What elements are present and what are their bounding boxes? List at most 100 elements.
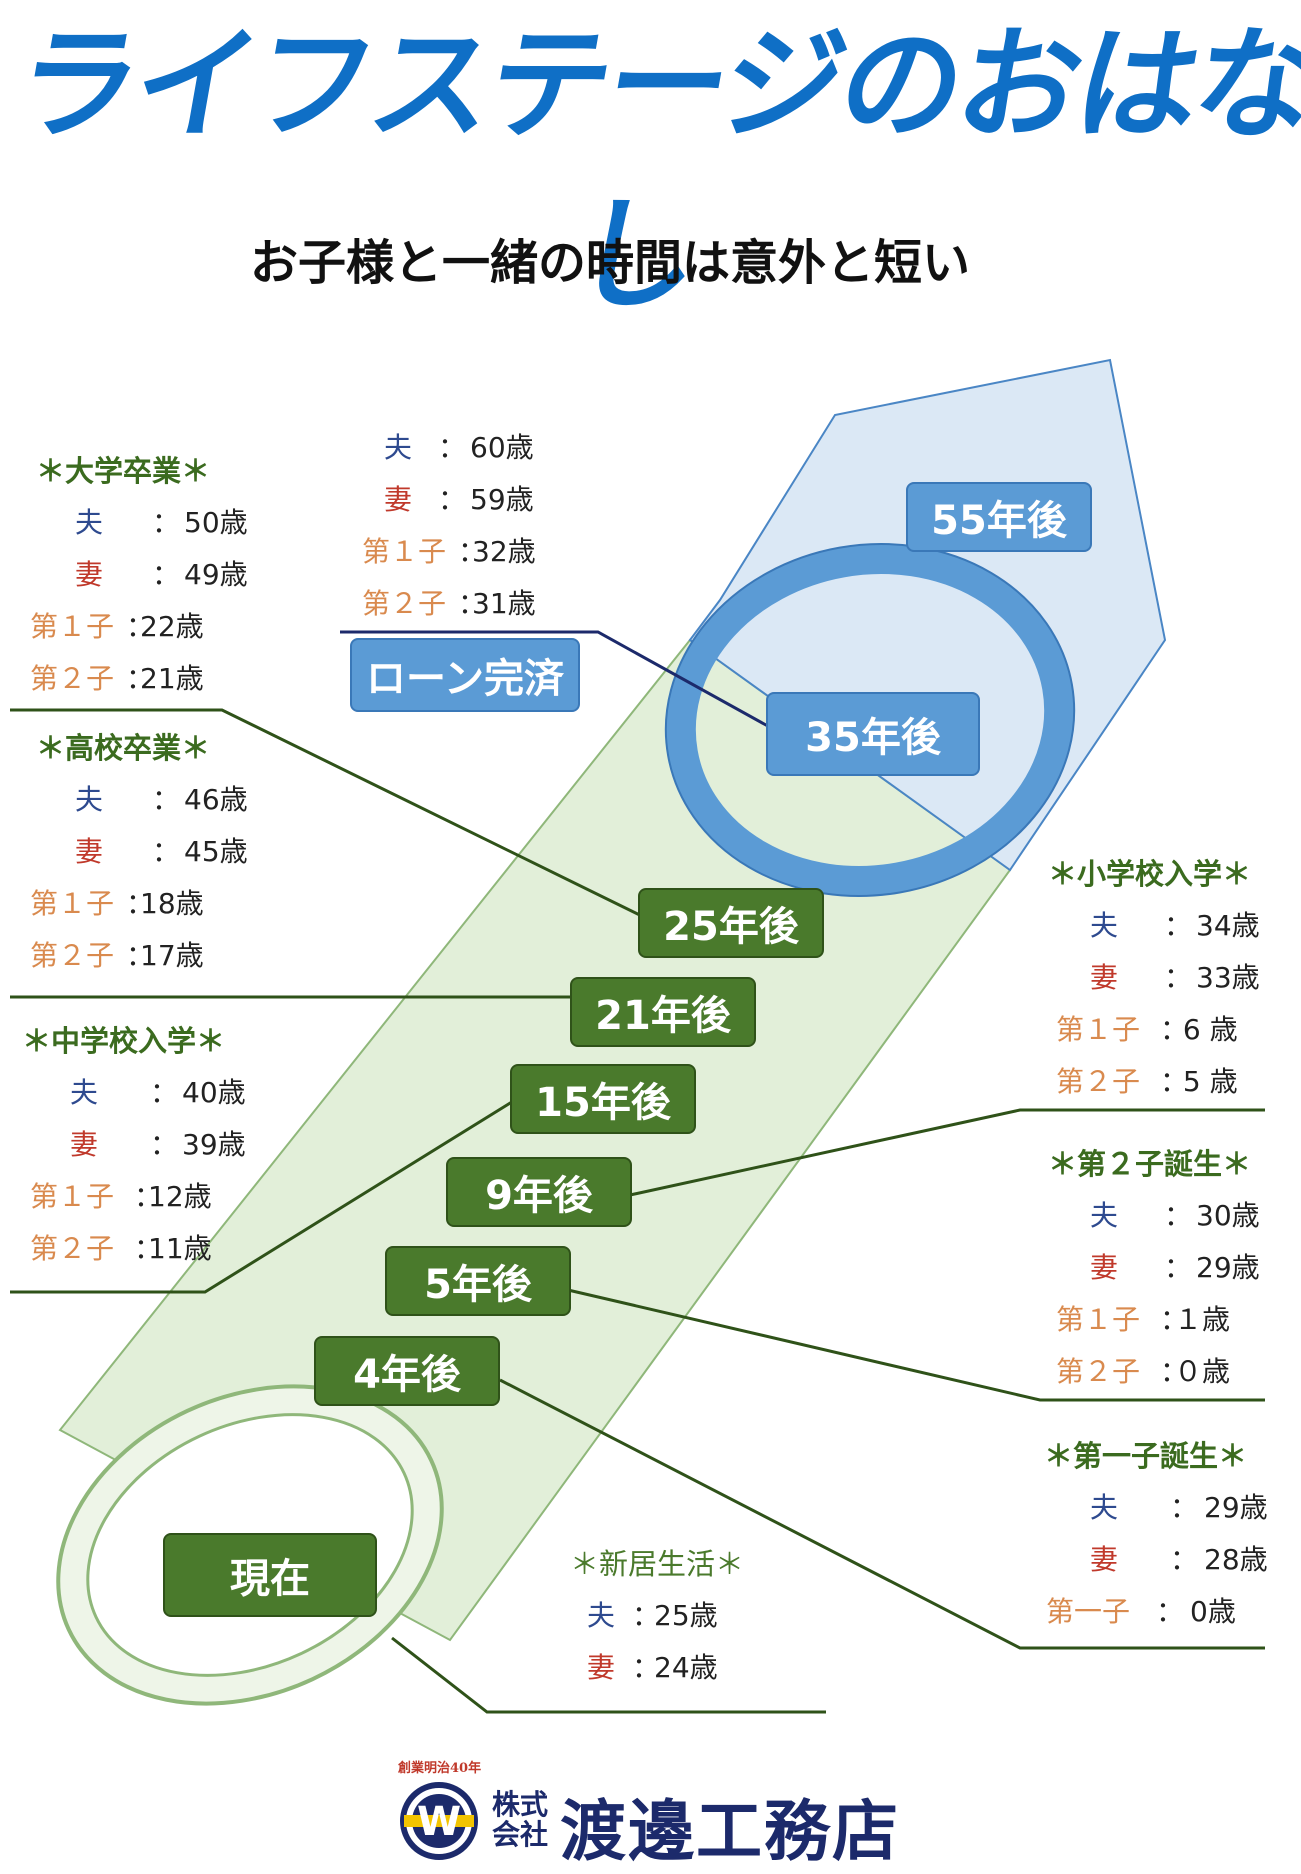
member-row: 妻：28歳 <box>1044 1534 1268 1586</box>
stage-heading: ＊大学卒業＊ <box>36 454 211 488</box>
member-age: 0歳 <box>1190 1595 1236 1628</box>
label-4-years: 4年後 <box>314 1336 500 1406</box>
member-age: 11歳 <box>148 1232 212 1265</box>
member-label: 第１子 <box>30 610 115 643</box>
separator: ： <box>151 835 180 868</box>
label-35-years: 35年後 <box>766 692 980 776</box>
loan-ring <box>665 544 1075 896</box>
member-label: 妻 <box>1089 961 1118 994</box>
member-row: 第２子：17歳 <box>30 930 248 982</box>
member-age: 39歳 <box>182 1128 246 1161</box>
member-label: 第２子 <box>30 939 115 972</box>
member-age: 29歳 <box>1196 1251 1260 1284</box>
member-row: 夫：34歳 <box>1048 900 1260 952</box>
company-logo-icon: W <box>400 1782 478 1860</box>
member-row: 第１子 ：18歳 <box>30 878 248 930</box>
separator: ： <box>458 535 487 568</box>
member-age: 59歳 <box>470 483 534 516</box>
stage-elementary: ＊小学校入学＊ 夫：34歳 妻：33歳 第１子： 6 歳 第２子： 5 歳 <box>1048 848 1260 1108</box>
member-age: 18歳 <box>140 887 204 920</box>
separator: ： <box>134 1180 163 1213</box>
member-row: 夫：30歳 <box>1048 1190 1260 1242</box>
company-type-line1: 株式 <box>492 1788 549 1821</box>
connector-newhome <box>391 1636 826 1714</box>
member-row: 第２子：11歳 <box>22 1223 246 1275</box>
logo-letter: W <box>417 1799 461 1845</box>
connector-juniorhigh <box>10 1098 516 1294</box>
member-label: 夫 <box>1089 1199 1118 1232</box>
member-age: 34歳 <box>1196 909 1260 942</box>
stage-highschool: ＊高校卒業＊ 夫：46歳 妻：45歳 第１子：18歳 第２子：17歳 <box>30 722 248 982</box>
member-label: 夫 <box>1089 1491 1118 1524</box>
member-age: 30歳 <box>1196 1199 1260 1232</box>
member-age: 21歳 <box>140 662 204 695</box>
member-label: 夫 <box>383 431 412 464</box>
stage-heading: ＊新居生活＊ <box>570 1547 745 1581</box>
member-age: 29歳 <box>1204 1491 1268 1524</box>
separator: ： <box>632 1599 661 1632</box>
separator: ： <box>1160 1303 1189 1336</box>
member-age: 60歳 <box>470 431 534 464</box>
separator: ： <box>151 783 180 816</box>
separator: ： <box>1160 1355 1189 1388</box>
member-label: 第１子 <box>1056 1303 1141 1336</box>
member-row: 妻：59歳 <box>362 474 536 526</box>
separator: ： <box>151 506 180 539</box>
separator: ： <box>1160 1013 1189 1046</box>
member-label: 第２子 <box>1056 1065 1141 1098</box>
member-age: 46歳 <box>184 783 248 816</box>
separator: ： <box>632 1651 661 1684</box>
stage-heading: ＊中学校入学＊ <box>22 1024 226 1058</box>
member-label: 夫 <box>74 783 103 816</box>
separator: ： <box>1163 1251 1192 1284</box>
label-21-years: 21年後 <box>570 977 756 1047</box>
established-note: 創業明治40年 <box>398 1761 482 1776</box>
member-row: 夫：50歳 <box>30 497 248 549</box>
label-loan-paid: ローン完済 <box>350 638 580 712</box>
member-row: 第１子：32歳 <box>362 526 536 578</box>
separator: ： <box>1160 1065 1189 1098</box>
member-row: 妻 ：29歳 <box>1048 1242 1260 1294</box>
label-5-years: 5年後 <box>385 1246 571 1316</box>
member-row: 第１子：１歳 <box>1048 1294 1260 1346</box>
stage-heading: ＊高校卒業＊ <box>36 731 211 765</box>
stage-heading: ＊第一子誕生＊ <box>1044 1439 1248 1473</box>
member-row: 第２子 ：０歳 <box>1048 1346 1260 1398</box>
member-label: 第２子 <box>1056 1355 1141 1388</box>
member-label: 夫 <box>586 1599 615 1632</box>
member-row: 夫 ：46歳 <box>30 774 248 826</box>
member-label: 第１子 <box>30 887 115 920</box>
member-row: 夫：40歳 <box>22 1067 246 1119</box>
member-label: 第１子 <box>30 1180 115 1213</box>
member-row: 妻：24歳 <box>570 1642 744 1694</box>
separator: ： <box>126 887 155 920</box>
member-row: 第一子：0歳 <box>1044 1586 1268 1638</box>
member-row: 妻 ：33歳 <box>1048 952 1260 1004</box>
member-label: 妻 <box>74 558 103 591</box>
member-label: 妻 <box>1089 1251 1118 1284</box>
member-label: 第２子 <box>30 1232 115 1265</box>
company-name: 渡邊工務店 <box>560 1792 900 1870</box>
member-age: 25歳 <box>654 1599 718 1632</box>
member-age: 49歳 <box>184 558 248 591</box>
member-age: 33歳 <box>1196 961 1260 994</box>
label-15-years: 15年後 <box>510 1064 696 1134</box>
loan-ring-outline <box>664 543 1076 897</box>
member-label: 妻 <box>383 483 412 516</box>
member-label: 第２子 <box>362 587 447 620</box>
member-row: 妻：49歳 <box>30 549 248 601</box>
member-age: 24歳 <box>654 1651 718 1684</box>
separator: ： <box>1163 961 1192 994</box>
member-age: 22歳 <box>140 610 204 643</box>
member-age: 32歳 <box>472 535 536 568</box>
member-label: 夫 <box>74 506 103 539</box>
member-row: 第２子： 5 歳 <box>1048 1056 1260 1108</box>
stage-heading: ＊小学校入学＊ <box>1048 857 1252 891</box>
label-now: 現在 <box>163 1533 377 1617</box>
separator: ： <box>1169 1543 1198 1576</box>
separator: ： <box>126 610 155 643</box>
member-row: 夫 ：29歳 <box>1044 1482 1268 1534</box>
member-age: ０歳 <box>1174 1355 1231 1388</box>
label-25-years: 25年後 <box>638 888 824 958</box>
separator: ： <box>1169 1491 1198 1524</box>
